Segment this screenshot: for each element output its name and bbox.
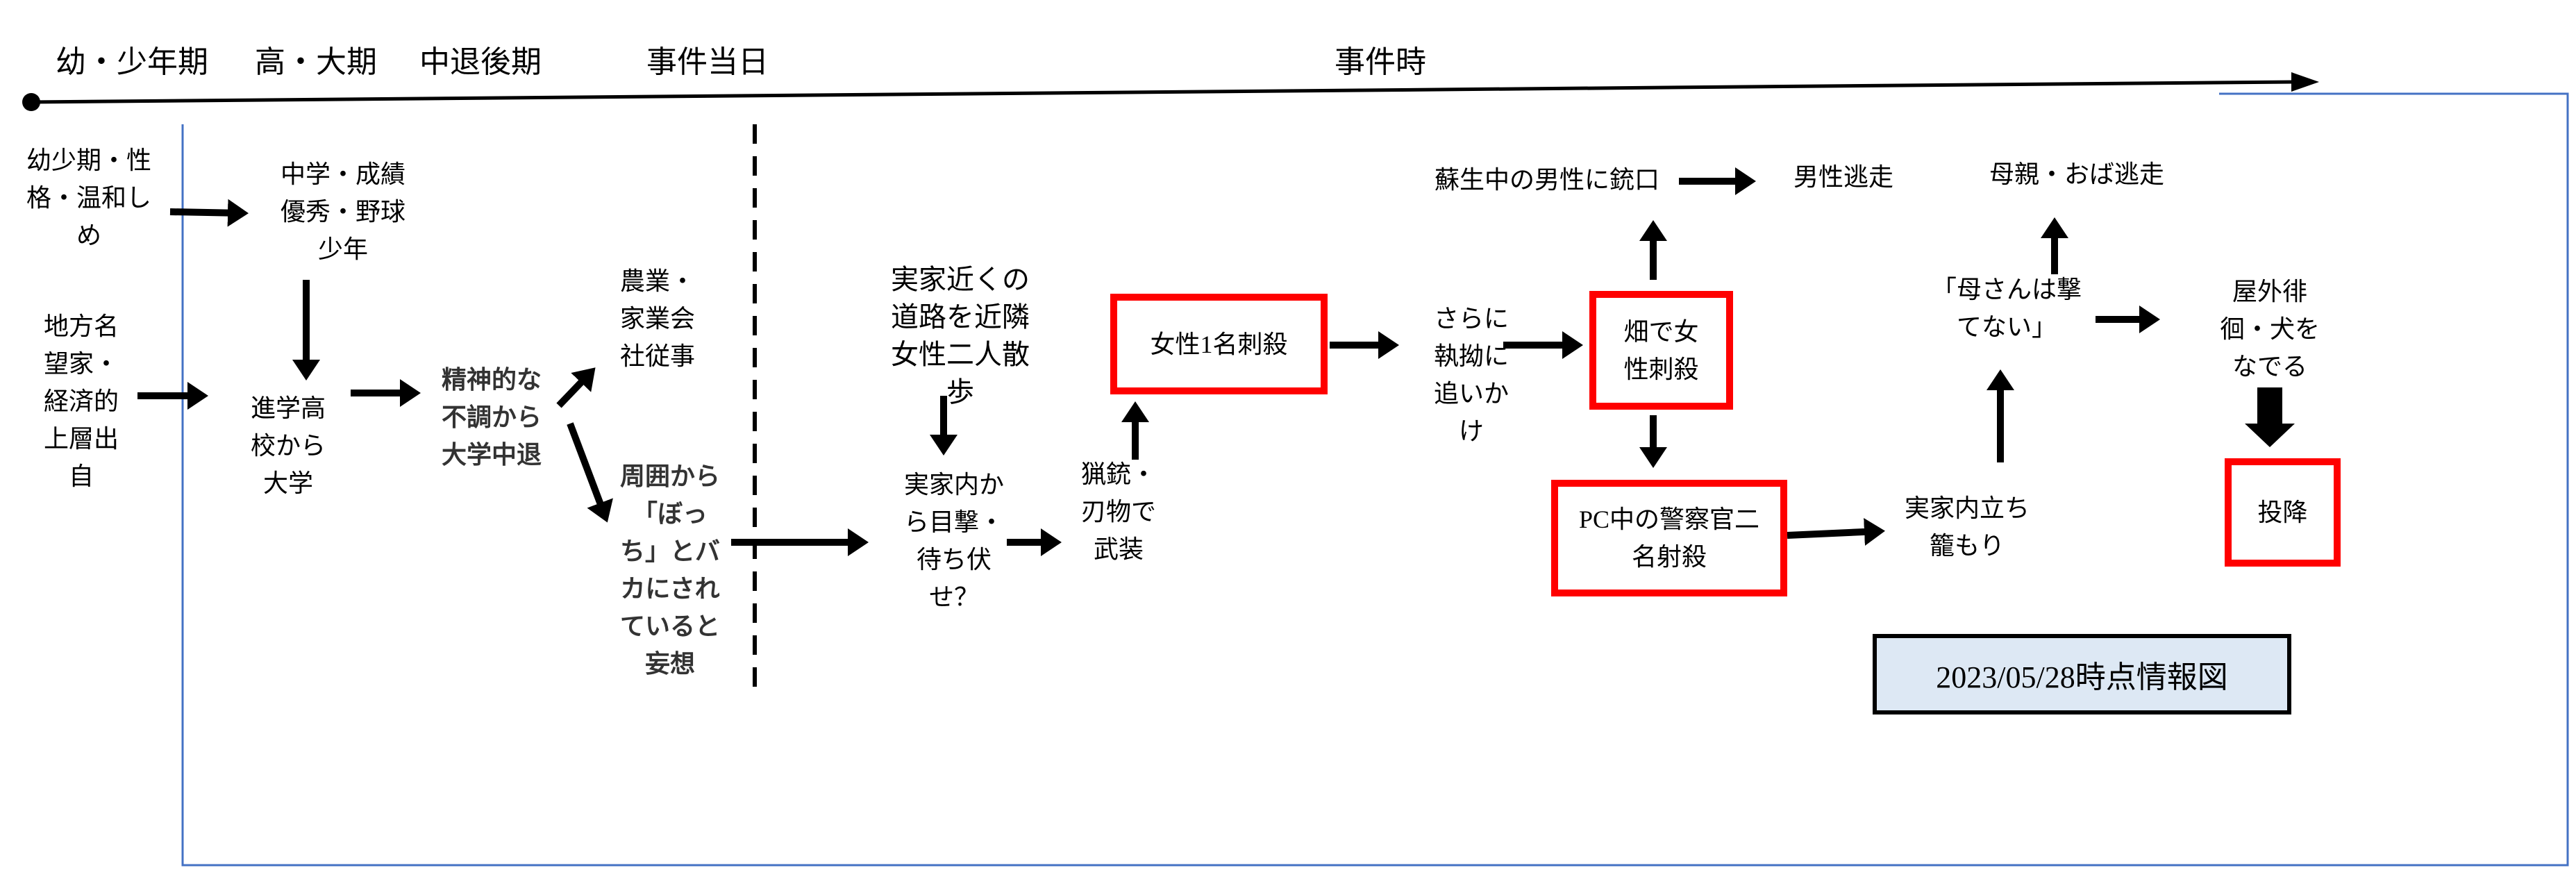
node-second-stabbing: 畑で女 性刺殺	[1589, 291, 1733, 410]
node-first-stabbing: 女性1名刺殺	[1110, 294, 1328, 394]
node-cannot-shoot-mother: 「母さんは撃 てない」	[1931, 276, 2082, 341]
node-gun-at-man: 蘇生中の男性に銃口	[1434, 166, 1660, 194]
period-high-school-university: 高・大期	[255, 45, 377, 79]
arrow-police-to-barricade	[1787, 518, 1885, 546]
arrow-dropout-to-family-business	[556, 367, 596, 408]
period-incident-day: 事件当日	[646, 45, 769, 79]
node-ambush: 実家内か ら目撃・ 待ち伏 せ？	[903, 471, 1005, 611]
node-delusion: 周囲から 「ぼっ ち」とバ カにされ ていると 妄想	[619, 462, 721, 678]
node-high-school-university: 進学高 校から 大学	[250, 394, 326, 497]
timeline-axis	[31, 80, 2295, 104]
arrow-dropout-to-delusion	[567, 422, 613, 523]
period-childhood: 幼・少年期	[56, 45, 208, 79]
node-wandering: 屋外徘 徊・犬を なでる	[2219, 278, 2320, 381]
node-family-business: 農業・ 家業会 社従事	[620, 267, 696, 370]
node-junior-high: 中学・成績 優秀・野球 少年	[280, 160, 406, 263]
node-mother-aunt-escape: 母親・おば逃走	[1989, 160, 2165, 188]
node-surrender: 投降	[2225, 458, 2341, 567]
frame-border	[181, 92, 2569, 867]
node-man-escapes: 男性逃走	[1793, 163, 1894, 191]
node-pursuit: さらに 執拗に 追いか け	[1433, 305, 1509, 445]
info-date-label: 2023/05/28時点情報図	[1873, 634, 2291, 714]
node-police-shooting: PC中の警察官二 名射殺	[1551, 480, 1787, 596]
node-childhood-personality: 幼少期・性 格・温和し め	[26, 147, 152, 249]
arrow-childhood-to-junior-high	[169, 199, 249, 227]
arrow-wandering-to-surrender	[2245, 387, 2295, 447]
period-after-dropout: 中退後期	[419, 45, 542, 79]
period-incident-time: 事件時	[1335, 45, 1426, 79]
node-family-background: 地方名 望家・ 経済的 上層出 自	[43, 312, 119, 490]
node-dropout: 精神的な 不調から 大学中退	[441, 365, 542, 469]
timeline-arrowhead	[2291, 72, 2319, 92]
node-women-walking: 実家近くの 道路を近隣 女性二人散 歩	[891, 264, 1030, 408]
node-barricade: 実家内立ち 籠もり	[1904, 494, 2030, 560]
node-armed: 猟銃・ 刃物で 武装	[1080, 460, 1157, 563]
